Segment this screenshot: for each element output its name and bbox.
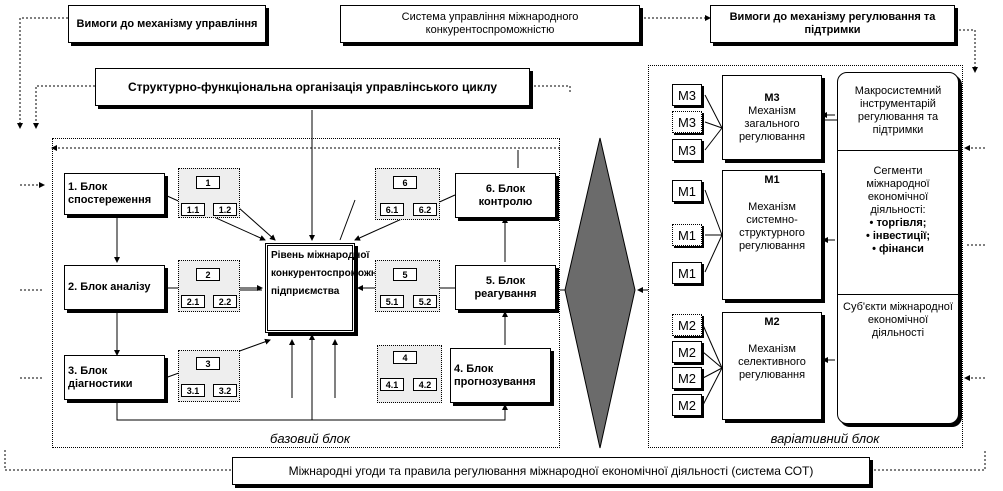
req-management-box: Вимоги до механізму управління	[68, 5, 266, 43]
tree-6-root: 6	[393, 176, 417, 189]
base-block-caption: базовий блок	[270, 431, 350, 446]
macro-toolkit-label: Макросистемний інструментарій регулюванн…	[838, 73, 958, 151]
block-control: 6. Блок контролю	[455, 173, 556, 218]
req-management-label: Вимоги до механізму управління	[76, 17, 258, 30]
m2-item-4: М2	[672, 394, 702, 416]
m2-item-2: М2	[672, 341, 702, 363]
center-competitiveness-label: Рівень міжнародної конкурентоспроможност…	[271, 250, 397, 297]
mechanism-m2: М2 Механізм селективного регулювання	[722, 312, 822, 420]
tree-6-leaf-2: 6.2	[413, 203, 437, 216]
system-title-label: Система управління міжнародного конкурен…	[401, 11, 579, 36]
tree-5-leaf-1: 5.1	[380, 295, 404, 308]
mechanism-m2-text: Механізм селективного регулювання	[738, 343, 806, 381]
structural-box: Структурно-функціональна організація упр…	[95, 68, 530, 106]
mechanism-m3-text: Механізм загального регулювання	[738, 104, 806, 143]
segment-finance: • фінанси	[872, 243, 924, 255]
m3-item-3: М3	[672, 139, 702, 161]
tree-3-leaf-1: 3.1	[181, 384, 205, 397]
tree-2-leaf-1: 2.1	[181, 295, 205, 308]
right-column-box: Макросистемний інструментарій регулюванн…	[837, 72, 959, 424]
block-observation: 1. Блок спостереження	[64, 173, 165, 215]
block-diagnostics: 3. Блок діагностики	[64, 355, 165, 400]
system-title-box: Система управління міжнародного конкурен…	[340, 5, 640, 43]
m2-item-3: М2	[672, 367, 702, 389]
m1-item-1: М1	[672, 180, 702, 202]
tree-4-root: 4	[393, 351, 417, 364]
m3-item-1: М3	[672, 84, 702, 106]
center-competitiveness-box: Рівень міжнародної конкурентоспроможност…	[265, 243, 396, 333]
block-response-label: 5. Блок реагування	[474, 274, 537, 300]
tree-3-root: 3	[196, 357, 220, 370]
tree-5-root: 5	[393, 268, 417, 281]
mechanism-m1-text: Механізм системно-структурного регулюван…	[738, 201, 806, 252]
variant-block-frame	[648, 65, 963, 448]
variant-block-caption: варіативний блок	[770, 431, 880, 446]
tree-3-leaf-2: 3.2	[213, 384, 237, 397]
mechanism-m3: М3 Механізм загального регулювання	[722, 75, 822, 160]
m2-item-1: М2	[672, 314, 702, 336]
block-observation-label: 1. Блок спостереження	[68, 181, 152, 206]
tree-4-leaf-2: 4.2	[413, 378, 437, 391]
block-forecast-label: 4. Блок прогнозування	[454, 362, 536, 388]
mechanism-m1-title: М1	[764, 174, 780, 186]
tree-2-leaf-2: 2.2	[213, 295, 237, 308]
segments-section: Сегменти міжнародної економічної діяльно…	[838, 151, 958, 295]
m1-item-3: М1	[672, 262, 702, 284]
block-diagnostics-label: 3. Блок діагностики	[68, 364, 133, 390]
structural-label: Структурно-функціональна організація упр…	[127, 79, 498, 94]
subjects-label: Суб'єкти міжнародної економічної діяльно…	[843, 301, 953, 339]
tree-1-root: 1	[196, 176, 220, 189]
mechanism-m1: М1 Механізм системно-структурного регулю…	[722, 170, 822, 300]
base-block-frame	[52, 138, 560, 448]
req-regulation-box: Вимоги до механізму регулювання та підтр…	[710, 5, 955, 43]
tree-1-leaf-1: 1.1	[181, 203, 205, 216]
bottom-agreements-label: Міжнародні угоди та правила регулювання …	[288, 463, 814, 478]
block-control-label: 6. Блок контролю	[478, 182, 533, 208]
m3-item-2: М3	[672, 111, 702, 133]
block-analysis-label: 2. Блок аналізу	[68, 281, 151, 293]
diamond-connector	[564, 137, 636, 449]
bottom-agreements-box: Міжнародні угоди та правила регулювання …	[232, 457, 870, 485]
tree-5-leaf-2: 5.2	[413, 295, 437, 308]
block-forecast: 4. Блок прогнозування	[450, 348, 551, 403]
req-regulation-label: Вимоги до механізму регулювання та підтр…	[729, 11, 936, 36]
segment-investment: • інвестиції;	[865, 230, 931, 242]
block-analysis: 2. Блок аналізу	[64, 265, 165, 310]
tree-4-leaf-1: 4.1	[380, 378, 404, 391]
mechanism-m3-title: М3	[764, 91, 780, 104]
tree-6-leaf-1: 6.1	[380, 203, 404, 216]
segments-title: Сегменти міжнародної економічної діяльно…	[866, 165, 930, 216]
m1-item-2: М1	[672, 224, 702, 246]
tree-1-leaf-2: 1.2	[213, 203, 237, 216]
segment-trade: • торгівля;	[869, 217, 927, 229]
block-response: 5. Блок реагування	[455, 265, 556, 310]
tree-2-root: 2	[196, 268, 220, 281]
mechanism-m2-title: М2	[764, 316, 780, 328]
